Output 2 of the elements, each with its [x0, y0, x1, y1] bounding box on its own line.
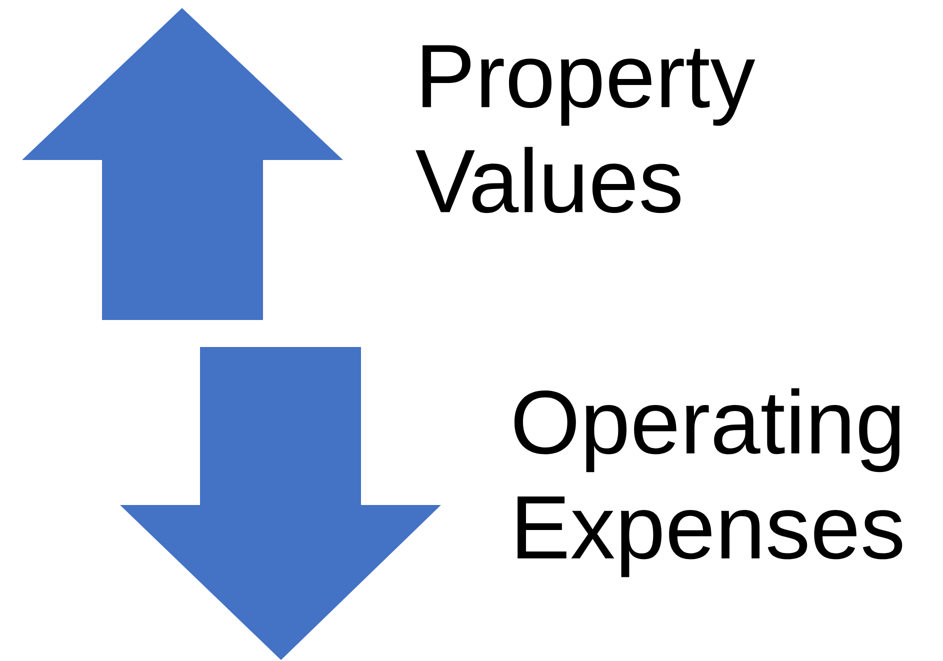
label-text: Operating Expenses — [514, 388, 902, 578]
label-text: Property Values — [416, 45, 756, 213]
